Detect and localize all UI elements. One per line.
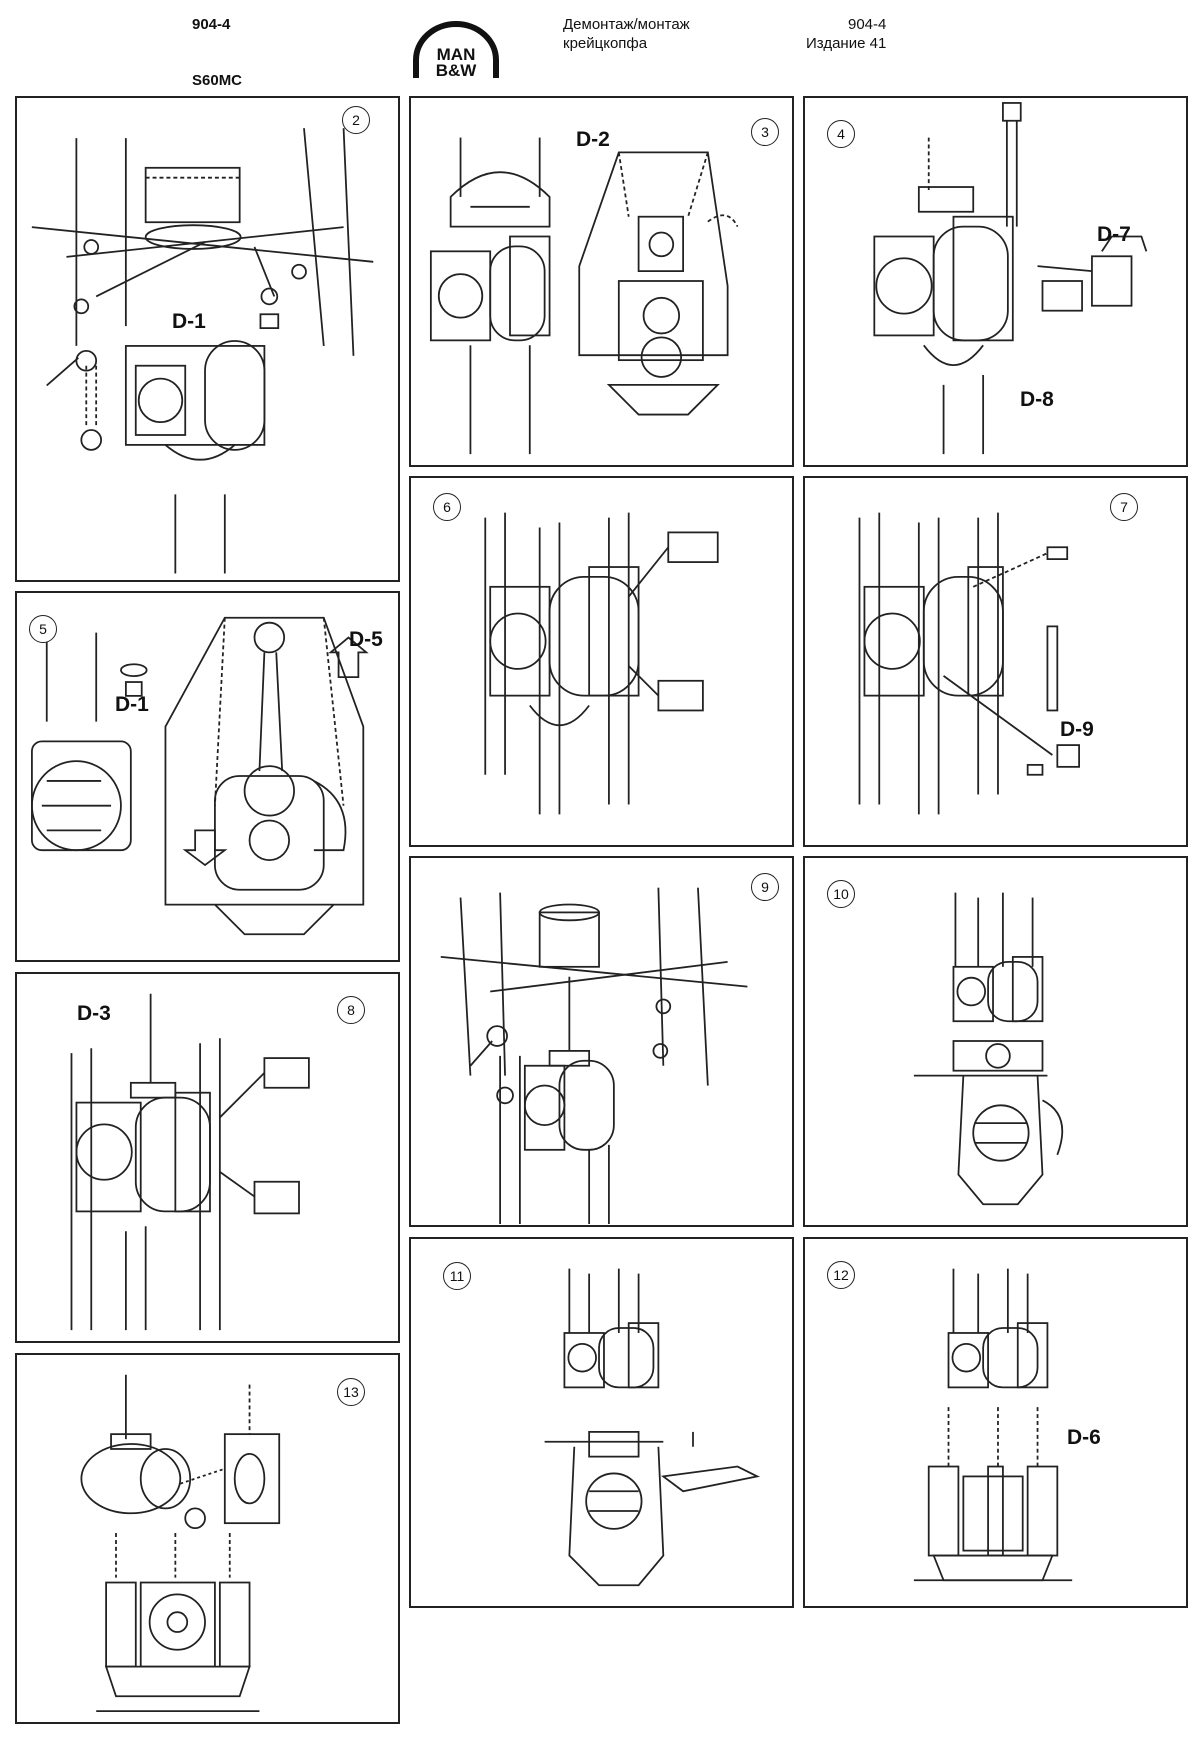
- logo-line2: B&W: [436, 61, 478, 78]
- step-number-badge: 8: [337, 996, 365, 1024]
- step-number-badge: 7: [1110, 493, 1138, 521]
- illustration-crosshead-hoist: [440, 887, 748, 1225]
- illustration-crosshead-bearing-lift: [429, 137, 739, 455]
- panel-3: 3 D-2: [409, 96, 794, 467]
- logo-line1: MAN: [437, 45, 476, 64]
- illustration-crosshead-guides: [484, 512, 719, 815]
- panel-7: 7 D-9: [803, 476, 1188, 847]
- panel-8: 8 D-3: [15, 972, 400, 1343]
- panel-9: 9: [409, 856, 794, 1227]
- step-number-badge: 4: [827, 120, 855, 148]
- step-number-badge: 10: [827, 880, 855, 908]
- illustration-crosshead-on-support: [913, 892, 1064, 1206]
- part-label: D-8: [1020, 388, 1054, 411]
- doc-number-left: 904-4: [192, 16, 231, 33]
- part-label: D-3: [77, 1002, 111, 1025]
- document-title-line2: крейцкопфа: [563, 35, 648, 52]
- step-number-badge: 5: [29, 615, 57, 643]
- panel-6: 6: [409, 476, 794, 847]
- step-number-badge: 6: [433, 493, 461, 521]
- step-number-badge: 2: [342, 106, 370, 134]
- panel-5: 5 D-1 D-5: [15, 591, 400, 962]
- step-number-badge: 13: [337, 1378, 365, 1406]
- illustration-guide-strip-removal: [858, 512, 1080, 815]
- illustration-crosshead-transport: [913, 1268, 1073, 1582]
- step-number-badge: 12: [827, 1261, 855, 1289]
- step-number-badge: 11: [443, 1262, 471, 1290]
- part-label: D-1: [115, 693, 149, 716]
- part-label: D-6: [1067, 1426, 1101, 1449]
- step-number-badge: 9: [751, 873, 779, 901]
- illustration-crosshead-landing: [544, 1268, 761, 1587]
- part-label: D-5: [349, 628, 383, 651]
- man-bw-logo: MAN B&W: [408, 20, 504, 80]
- panel-13: 13: [15, 1353, 400, 1724]
- part-label: D-9: [1060, 718, 1094, 741]
- illustration-crosshead-lowering: [70, 993, 310, 1331]
- illustration-piston-rod-lift: [31, 616, 369, 936]
- man-bw-logo-graphic: MAN B&W: [413, 21, 499, 80]
- edition: Издание 41: [806, 35, 887, 52]
- part-label: D-7: [1097, 223, 1131, 246]
- panel-4: 4 D-7 D-8: [803, 96, 1188, 467]
- doc-number-right: 904-4: [848, 16, 887, 33]
- document-title-line1: Демонтаж/монтаж: [563, 16, 690, 33]
- part-label: D-1: [172, 310, 206, 333]
- illustration-guide-shoe-removal: [873, 102, 1148, 455]
- part-label: D-2: [576, 128, 610, 151]
- panel-10: 10: [803, 856, 1188, 1227]
- illustration-crosshead-lifting-preparation: [31, 128, 374, 574]
- step-number-badge: 3: [751, 118, 779, 146]
- panel-11: 11: [409, 1237, 794, 1608]
- illustration-crosshead-on-platform: [80, 1374, 281, 1713]
- engine-model: S60MC: [192, 72, 243, 89]
- panel-2: 2 D-1: [15, 96, 400, 582]
- panel-12: 12 D-6: [803, 1237, 1188, 1608]
